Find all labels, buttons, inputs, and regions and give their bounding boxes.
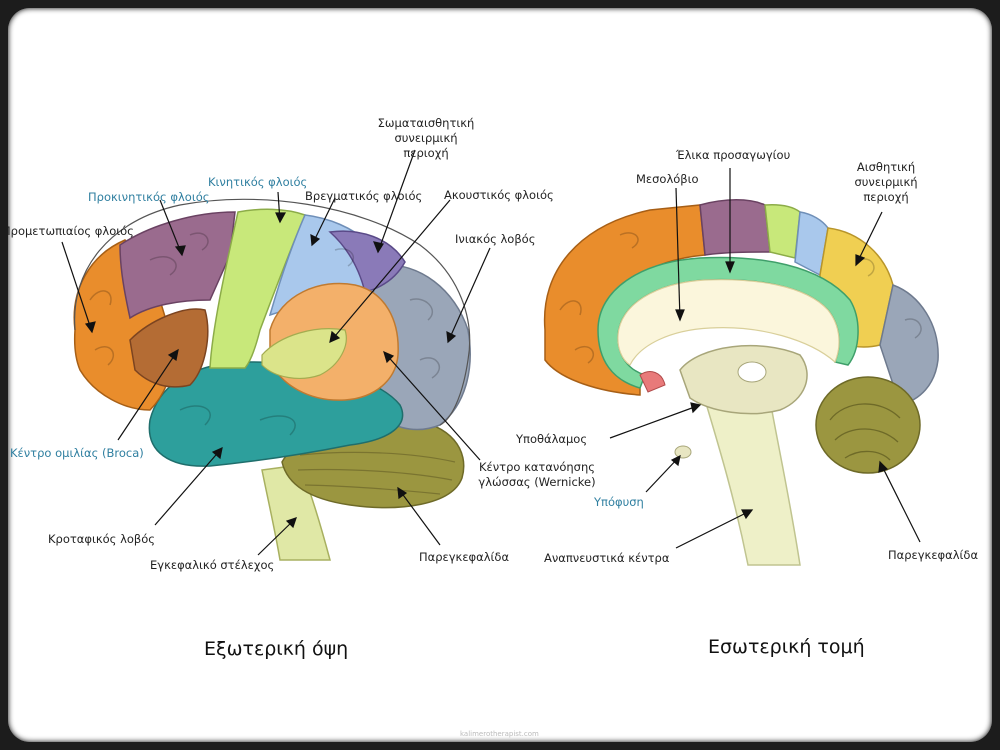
diagram-frame: Σωματαισθητική συνειρμική περιοχή Προκιν… [8, 8, 992, 742]
leader-lines [61, 149, 921, 556]
pink-region [639, 371, 666, 393]
label-occipital-lobe: Ινιακός λοβός [455, 232, 536, 246]
caption-internal-section: Εσωτερική τομή [708, 636, 865, 658]
corpus-shape [617, 279, 840, 366]
label-corpus-callosum: Μεσολόβιο [636, 172, 699, 186]
label-wernicke: Κέντρο κατανόησης γλώσσας (Wernicke) [478, 460, 596, 490]
brain-illustration [61, 149, 939, 566]
sagittal-brain [543, 199, 939, 566]
label-wernicke-line1: Κέντρο κατανόησης [478, 460, 596, 474]
label-brainstem: Εγκεφαλικό στέλεχος [150, 558, 275, 572]
label-somatic-line1: Σωματαισθητική [377, 116, 475, 130]
label-cerebellum-left: Παρεγκεφαλίδα [419, 550, 510, 564]
label-hypothalamus: Υποθάλαμος [516, 432, 588, 446]
premotor-shape [119, 211, 236, 320]
label-motor-cortex: Κινητικός φλοιός [208, 175, 308, 189]
label-respiratory-centers: Αναπνευστικά κέντρα [544, 551, 670, 565]
label-auditory-cortex: Ακουστικός φλοιός [444, 188, 554, 202]
label-pituitary: Υπόφυση [594, 495, 644, 509]
watermark: kalimerotherapist.com [460, 730, 539, 738]
stem-shape [703, 399, 801, 566]
label-cerebellum-right: Παρεγκεφαλίδα [888, 548, 979, 562]
caption-external-view: Εξωτερική όψη [204, 638, 349, 660]
label-parietal-cortex: Βρεγματικός φλοιός [305, 189, 423, 203]
label-sensory-association: Αισθητική συνειρμική περιοχή [844, 160, 928, 205]
label-broca: Κέντρο ομιλίας (Broca) [10, 446, 144, 460]
somatic-shape [328, 230, 406, 293]
cerebellum-medial-shape [815, 376, 921, 474]
label-sensory-line1: Αισθητική [856, 160, 916, 174]
external-brain [73, 198, 471, 561]
auditory-shape [261, 328, 347, 380]
broca-shape [129, 308, 209, 388]
label-prefrontal-cortex: Προμετωπιαίος φλοιός [8, 224, 134, 238]
label-somatic-line2: συνειρμική [394, 131, 458, 145]
purple-medial-shape [699, 199, 771, 256]
label-premotor-cortex: Προκινητικός φλοιός [88, 190, 210, 204]
label-cingulate-gyrus: Έλικα προσαγωγίου [676, 148, 791, 162]
motor-shape [209, 208, 307, 369]
label-somatic-association: Σωματαισθητική συνειρμική περιοχή [364, 116, 488, 161]
motor-medial-shape [764, 204, 801, 259]
label-somatic-line3: περιοχή [403, 146, 449, 160]
label-sensory-line2: συνειρμική [854, 175, 918, 189]
label-sensory-line3: περιοχή [863, 190, 909, 204]
label-wernicke-line2: γλώσσας (Wernicke) [478, 475, 596, 489]
label-temporal-lobe: Κροταφικός λοβός [48, 532, 156, 546]
